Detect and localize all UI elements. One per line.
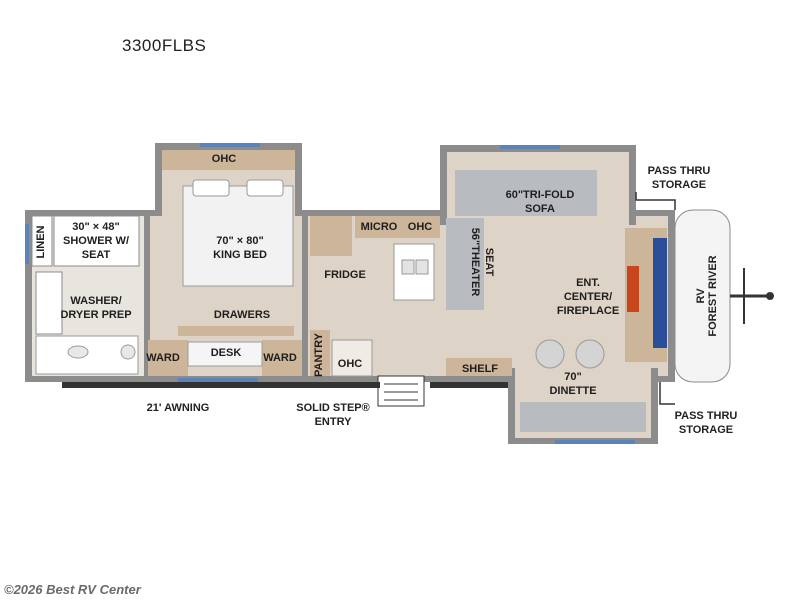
micro-label: MICRO <box>361 221 398 233</box>
watermark: ©2026 Best RV Center <box>4 582 141 597</box>
wardrobe-left <box>148 340 188 376</box>
bedroom-ohc-label: OHC <box>212 153 237 165</box>
entry-label-2: ENTRY <box>315 416 353 428</box>
shower-label-3: SEAT <box>82 249 111 261</box>
brand-label-1: FOREST RIVER <box>707 255 719 336</box>
awning-label: 21' AWNING <box>147 402 210 414</box>
kitchen-ohc <box>355 216 440 238</box>
bed-label-2: KING BED <box>213 249 267 261</box>
desk-label: DESK <box>211 347 242 359</box>
fridge-cabinet <box>310 216 352 256</box>
ward-left-label: WARD <box>146 352 180 364</box>
pass-thru-top-label-1: PASS THRU <box>648 165 711 177</box>
washer-label-1: WASHER/ <box>70 295 121 307</box>
pass-thru-bottom-label-2: STORAGE <box>679 424 733 436</box>
dinette-sofa <box>520 402 646 432</box>
pass-thru-bottom-bracket <box>659 382 675 405</box>
pantry-label: PANTRY <box>313 332 325 377</box>
entry-label-1: SOLID STEP® <box>296 402 370 414</box>
rear-window <box>25 224 29 264</box>
theater-label-1: 56"THEATER <box>469 228 481 297</box>
living-window-top <box>500 145 560 149</box>
bathroom-wall <box>144 216 150 376</box>
kitchen-ohc-label: OHC <box>408 221 433 233</box>
lower-ohc-cabinet <box>331 339 373 377</box>
dinette-label-2: DINETTE <box>549 385 596 397</box>
shelf-label: SHELF <box>462 363 498 375</box>
lower-ohc-label: OHC <box>338 358 363 370</box>
dinette-window <box>555 440 635 444</box>
sink <box>67 345 89 359</box>
awning-rail <box>62 382 380 388</box>
desk <box>187 341 263 367</box>
shower <box>53 215 140 267</box>
bedroom-window <box>200 143 260 147</box>
drawers-label: DRAWERS <box>214 309 270 321</box>
theater-label-2: SEAT <box>483 248 495 277</box>
dinette-label-1: 70" <box>564 371 581 383</box>
linen-label: LINEN <box>35 225 47 258</box>
pass-thru-bottom-label-1: PASS THRU <box>675 410 738 422</box>
pantry-cabinet <box>310 330 330 376</box>
king-bed <box>182 185 294 287</box>
ent-label-1: ENT. <box>576 277 600 289</box>
washer-label-2: DRYER PREP <box>60 309 131 321</box>
drawers-unit <box>178 326 294 336</box>
awning-rail-right <box>430 382 508 388</box>
entry-steps <box>377 375 425 407</box>
linen-closet <box>31 215 53 267</box>
fireplace <box>627 266 639 312</box>
sofa-label-1: 60"TRI-FOLD <box>506 189 575 201</box>
sink-basin-left <box>401 259 415 275</box>
sofa-label-2: SOFA <box>525 203 555 215</box>
shelf-cabinet <box>446 358 512 376</box>
dinette-chair-left <box>535 339 565 369</box>
ent-label-2: CENTER/ <box>564 291 612 303</box>
brand-label-2: RV <box>695 288 707 304</box>
hitch-coupler <box>766 292 774 300</box>
shower-label-2: SHOWER W/ <box>63 235 129 247</box>
wardrobe-right <box>262 340 302 376</box>
toilet <box>120 344 136 360</box>
tv-screen <box>653 238 667 348</box>
pass-thru-top-bracket <box>635 192 676 210</box>
pillow-right <box>246 179 284 197</box>
pillow-left <box>192 179 230 197</box>
ward-right-label: WARD <box>263 352 297 364</box>
fridge-label: FRIDGE <box>324 269 366 281</box>
sink-basin-right <box>415 259 429 275</box>
dinette-chair-right <box>575 339 605 369</box>
ent-label-3: FIREPLACE <box>557 305 619 317</box>
bedroom-window-bottom <box>178 378 258 382</box>
shower-label-1: 30" × 48" <box>72 221 119 233</box>
tri-fold-sofa <box>455 170 597 216</box>
pass-thru-top-label-2: STORAGE <box>652 179 706 191</box>
bedroom-wall <box>302 216 308 376</box>
bedroom-ohc-cabinet <box>162 150 295 170</box>
washer-prep-area <box>35 271 63 335</box>
model-title: 3300FLBS <box>122 36 207 55</box>
bed-label-1: 70" × 80" <box>216 235 263 247</box>
theater-seat <box>446 218 484 310</box>
